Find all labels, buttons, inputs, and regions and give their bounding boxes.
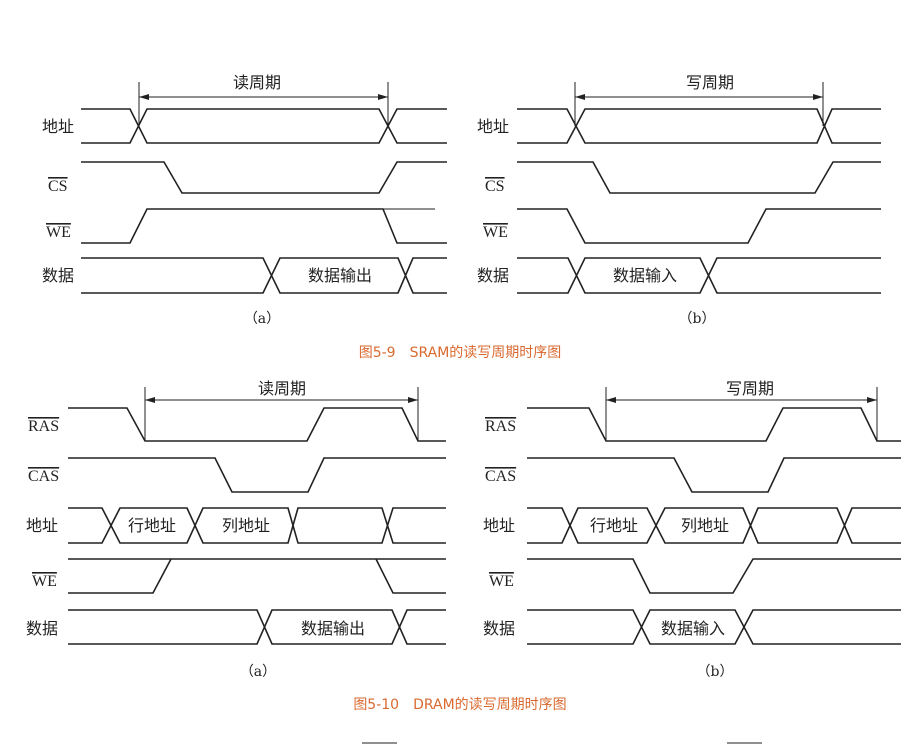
column-address-label: 列地址 — [681, 516, 729, 535]
dram-write-data-line-a — [527, 609, 901, 645]
signal-label-data: 数据 — [42, 266, 74, 285]
sram-read-data-line-a — [81, 257, 447, 294]
figure-caption: 图5-10 DRAM的读写周期时序图 — [353, 696, 566, 713]
dram-write-ras-wave — [527, 407, 901, 442]
sram-write-data-line-a — [517, 257, 881, 294]
signal-label-address: 地址 — [483, 516, 515, 535]
sublabel-b: （b） — [679, 311, 716, 327]
signal-label-we: WE — [483, 224, 508, 241]
data-output-label: 数据输出 — [308, 266, 372, 285]
period-label: 写周期 — [726, 379, 774, 398]
sram-write-address-line-a — [517, 108, 881, 144]
sram-read-address-line-a — [81, 108, 447, 144]
dram-read-panel: 读周期 RAS CAS 地址 WE 数据 行地址 列地址 数据输出 （a） — [26, 379, 365, 680]
period-label: 写周期 — [686, 73, 734, 92]
sram-read-cs-wave — [81, 161, 447, 194]
signal-label-cas: CAS — [485, 468, 516, 485]
figure-caption: 图5-9 SRAM的读写周期时序图 — [359, 344, 562, 361]
dram-read-address-line-b — [68, 507, 446, 544]
signal-label-cas: CAS — [28, 468, 59, 485]
sram-read-panel: 读周期 地址 CS WE 数据 数据输出 （a） — [42, 73, 372, 327]
dram-read-data-line-b — [68, 609, 446, 645]
data-input-label: 数据输入 — [613, 266, 677, 285]
dram-write-cas-wave — [527, 457, 901, 493]
sram-write-data-line-b — [517, 257, 881, 294]
row-address-label: 行地址 — [128, 516, 176, 535]
signal-label-data: 数据 — [483, 619, 515, 638]
column-address-label: 列地址 — [222, 516, 270, 535]
period-label: 读周期 — [258, 379, 306, 398]
dram-write-we-wave — [527, 558, 901, 594]
signal-label-address: 地址 — [42, 117, 74, 136]
dram-read-data-line-a — [68, 609, 446, 645]
sram-write-panel: 写周期 地址 CS WE 数据 数据输入 （b） — [477, 73, 734, 327]
sublabel-a: （a） — [240, 664, 276, 680]
sram-read-we-wave — [81, 208, 447, 244]
sublabel-a: （a） — [244, 311, 280, 327]
sram-read-address-line-b — [81, 108, 447, 144]
signal-label-data: 数据 — [477, 266, 509, 285]
signal-label-data: 数据 — [26, 619, 58, 638]
dram-read-we-fall — [375, 558, 446, 594]
sram-write-we-wave — [517, 208, 881, 244]
dram-write-data-line-b — [527, 609, 901, 645]
dram-read-ras-wave — [68, 407, 446, 442]
waveforms — [68, 82, 901, 645]
row-address-label: 行地址 — [590, 516, 638, 535]
signal-label-cs: CS — [485, 178, 505, 195]
dram-read-cas-wave — [68, 457, 446, 493]
sublabel-b: （b） — [697, 664, 734, 680]
data-input-label: 数据输入 — [661, 619, 725, 638]
signal-label-address: 地址 — [26, 516, 58, 535]
signal-label-ras: RAS — [28, 418, 59, 435]
signal-label-address: 地址 — [477, 117, 509, 136]
signal-label-ras: RAS — [485, 418, 516, 435]
signal-label-we: WE — [46, 224, 71, 241]
dram-write-panel: 写周期 RAS CAS 地址 WE 数据 行地址 列地址 数据输入 （b） — [483, 379, 774, 680]
signal-label-we: WE — [32, 573, 57, 590]
dram-write-address-line-b — [527, 507, 901, 544]
dram-read-we-rise — [68, 558, 172, 594]
sram-read-data-line-b — [81, 257, 447, 294]
signal-label-cs: CS — [48, 178, 68, 195]
sram-write-cs-wave — [517, 161, 881, 194]
period-label: 读周期 — [233, 73, 281, 92]
sram-write-address-line-b — [517, 108, 881, 144]
data-output-label: 数据输出 — [301, 619, 365, 638]
signal-label-we: WE — [489, 573, 514, 590]
